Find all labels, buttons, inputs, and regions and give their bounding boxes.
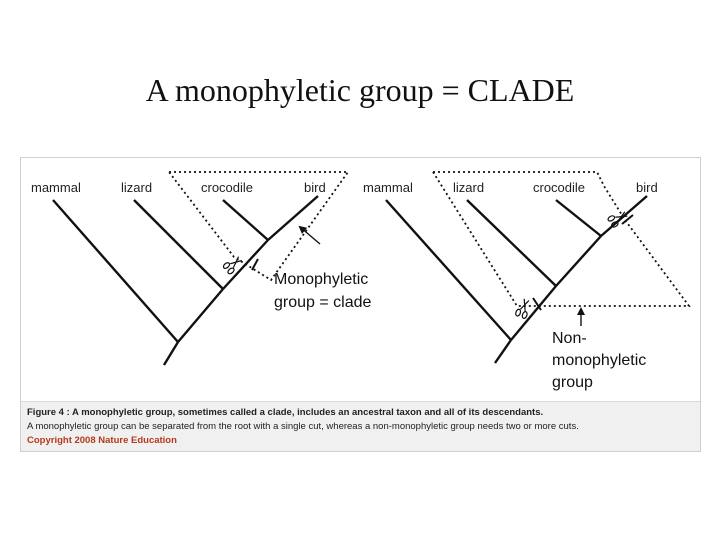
right-cut-mark-upper xyxy=(621,214,634,225)
scissors-icon xyxy=(607,211,628,228)
right-tree-branches xyxy=(385,195,648,364)
right-taxon-mammal: mammal xyxy=(363,180,413,195)
caption-body-line: A monophyletic group can be separated fr… xyxy=(27,421,579,432)
non-monophyletic-label-line-3: group xyxy=(552,374,593,391)
non-monophyletic-label-line-1: Non- xyxy=(552,330,587,347)
scissors-icon xyxy=(515,298,530,319)
left-tree: mammal lizard crocodile bird xyxy=(31,171,372,366)
caption-copyright: Copyright 2008 Nature Education xyxy=(27,435,177,446)
right-taxon-lizard: lizard xyxy=(453,180,484,195)
slide-title: A monophyletic group = CLADE xyxy=(145,72,575,108)
left-taxon-bird: bird xyxy=(304,180,326,195)
left-taxon-mammal: mammal xyxy=(31,180,81,195)
right-taxon-bird: bird xyxy=(636,180,658,195)
monophyletic-label-line-1: Monophyletic xyxy=(274,271,368,288)
cladogram-figure: mammal lizard crocodile bird xyxy=(20,157,701,452)
left-taxon-crocodile: crocodile xyxy=(201,180,253,195)
non-monophyletic-label-line-2: monophyletic xyxy=(552,352,646,369)
right-taxon-crocodile: crocodile xyxy=(533,180,585,195)
left-taxon-lizard: lizard xyxy=(121,180,152,195)
monophyletic-label-line-2: group = clade xyxy=(274,294,372,311)
figure-caption: Figure 4 : A monophyletic group, sometim… xyxy=(21,401,700,451)
cladogram-diagrams: mammal lizard crocodile bird xyxy=(31,171,691,391)
right-tree: mammal lizard crocodile bird xyxy=(363,171,691,391)
left-clade-outline xyxy=(167,171,350,282)
right-cut-mark-lower xyxy=(532,297,542,311)
scissors-icon xyxy=(222,256,242,275)
caption-figure-line: Figure 4 : A monophyletic group, sometim… xyxy=(27,407,544,418)
arrow-icon xyxy=(298,225,321,245)
left-cut-mark xyxy=(251,258,259,271)
